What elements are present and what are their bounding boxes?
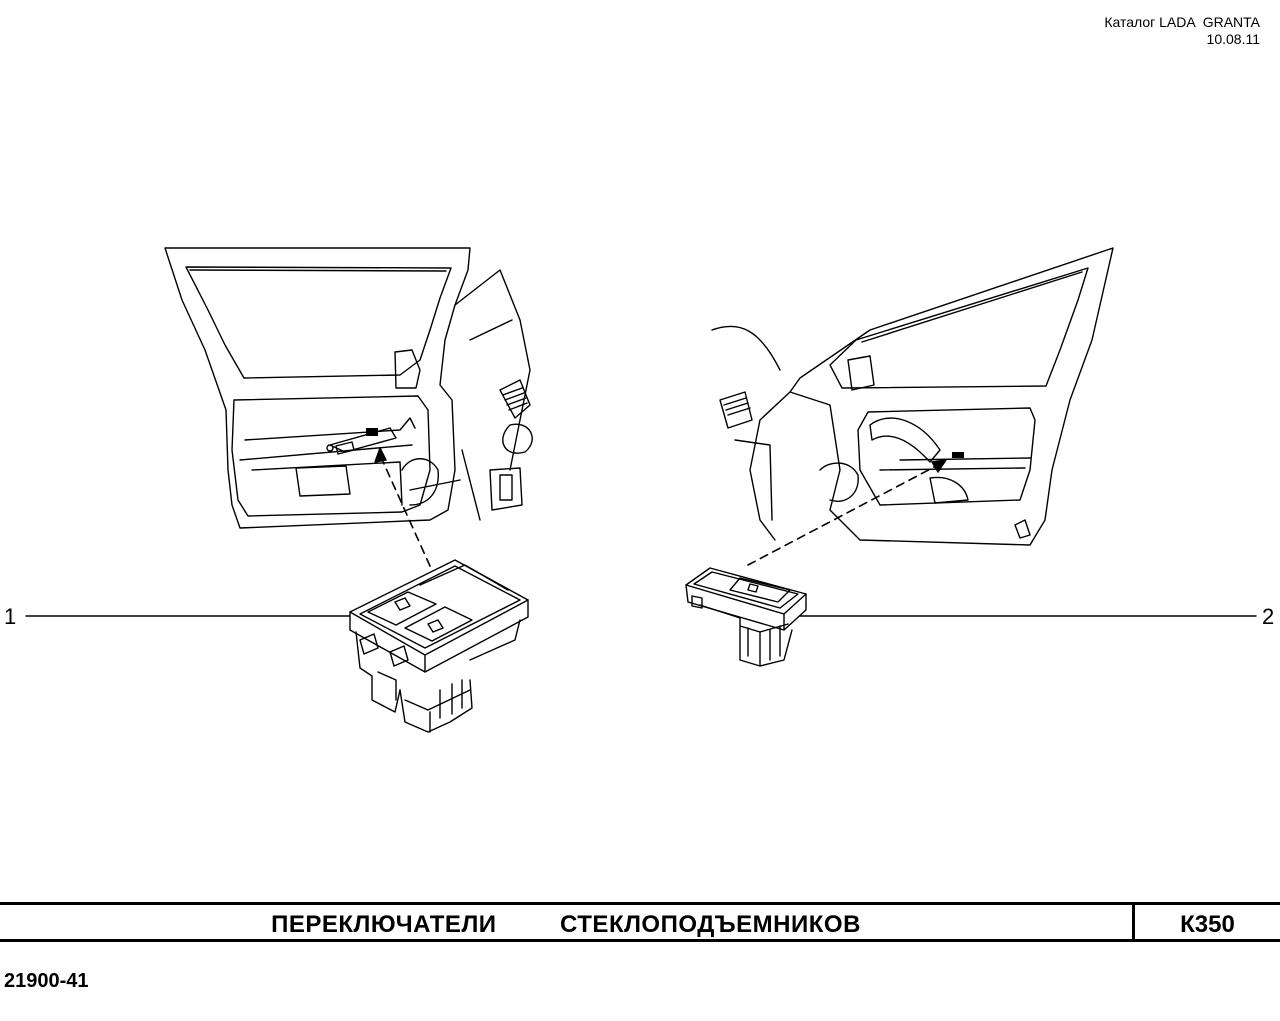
catalog-date: 10.08.11 xyxy=(1206,31,1260,47)
section-code: К350 xyxy=(1180,911,1235,938)
switch-2-illustration xyxy=(685,567,807,667)
title-divider xyxy=(1132,905,1135,939)
model-code: 21900-41 xyxy=(4,970,89,992)
right-pointer-line xyxy=(747,464,939,566)
switch-1-illustration xyxy=(349,559,529,733)
callout-1-label: 1 xyxy=(4,604,16,629)
page-header: Каталог LADA GRANTA 10.08.11 xyxy=(1104,14,1260,48)
title-block: ПЕРЕКЛЮЧАТЕЛИ СТЕКЛОПОДЪЕМНИКОВ К350 xyxy=(0,902,1280,942)
callout-2-label: 2 xyxy=(1262,604,1274,629)
parts-drawing: 1 2 xyxy=(4,247,1274,733)
left-door-illustration xyxy=(164,247,533,529)
left-pointer-line xyxy=(379,454,431,567)
drawing-title: ПЕРЕКЛЮЧАТЕЛИ СТЕКЛОПОДЪЕМНИКОВ xyxy=(271,911,861,938)
right-door-illustration xyxy=(711,247,1114,546)
catalog-title: Каталог LADA GRANTA xyxy=(1104,14,1260,30)
